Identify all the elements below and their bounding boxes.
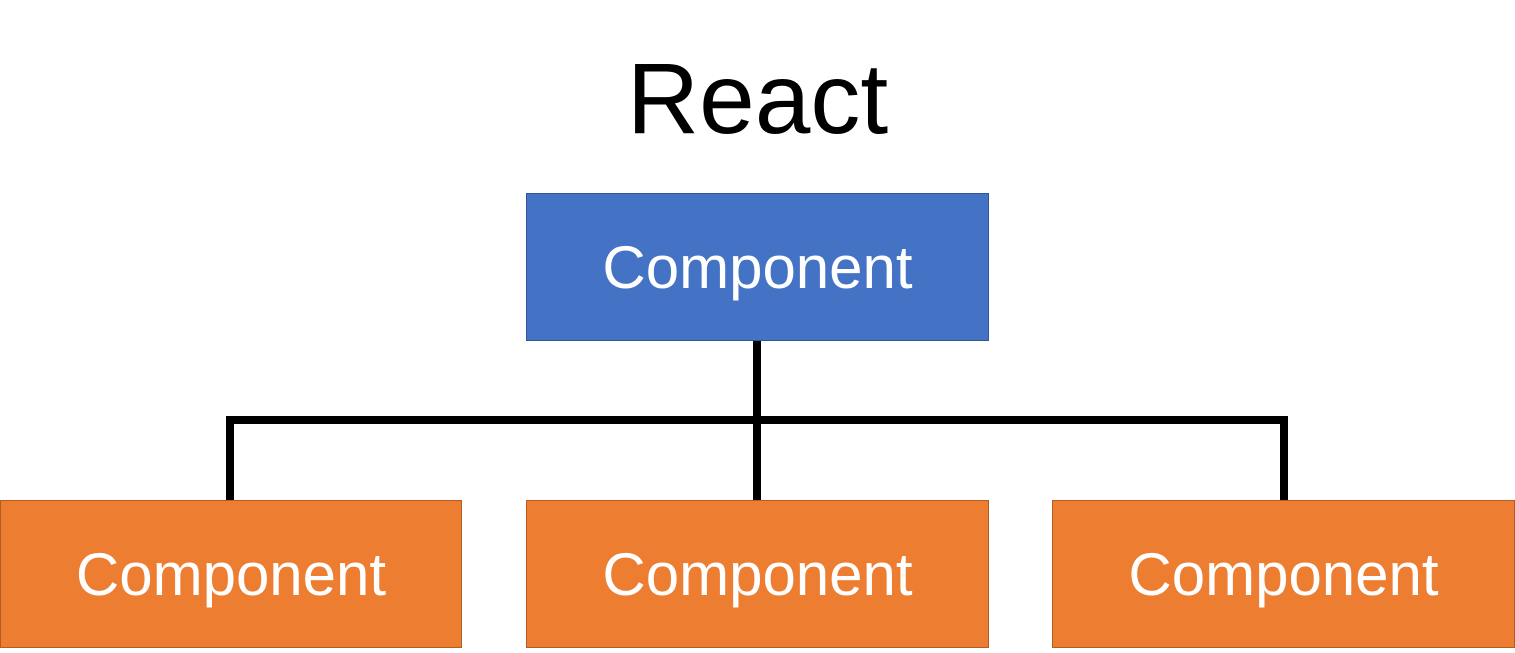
child-component-node-3: Component [1052,500,1515,648]
diagram-title: React [626,43,889,155]
child-component-label-3: Component [1128,540,1439,608]
child-component-node-2: Component [526,500,989,648]
child-component-node-1: Component [0,500,462,648]
root-component-label: Component [602,233,913,301]
child-component-label-1: Component [75,540,387,608]
root-component-node: Component [526,193,989,341]
child-component-label-2: Component [602,540,913,608]
